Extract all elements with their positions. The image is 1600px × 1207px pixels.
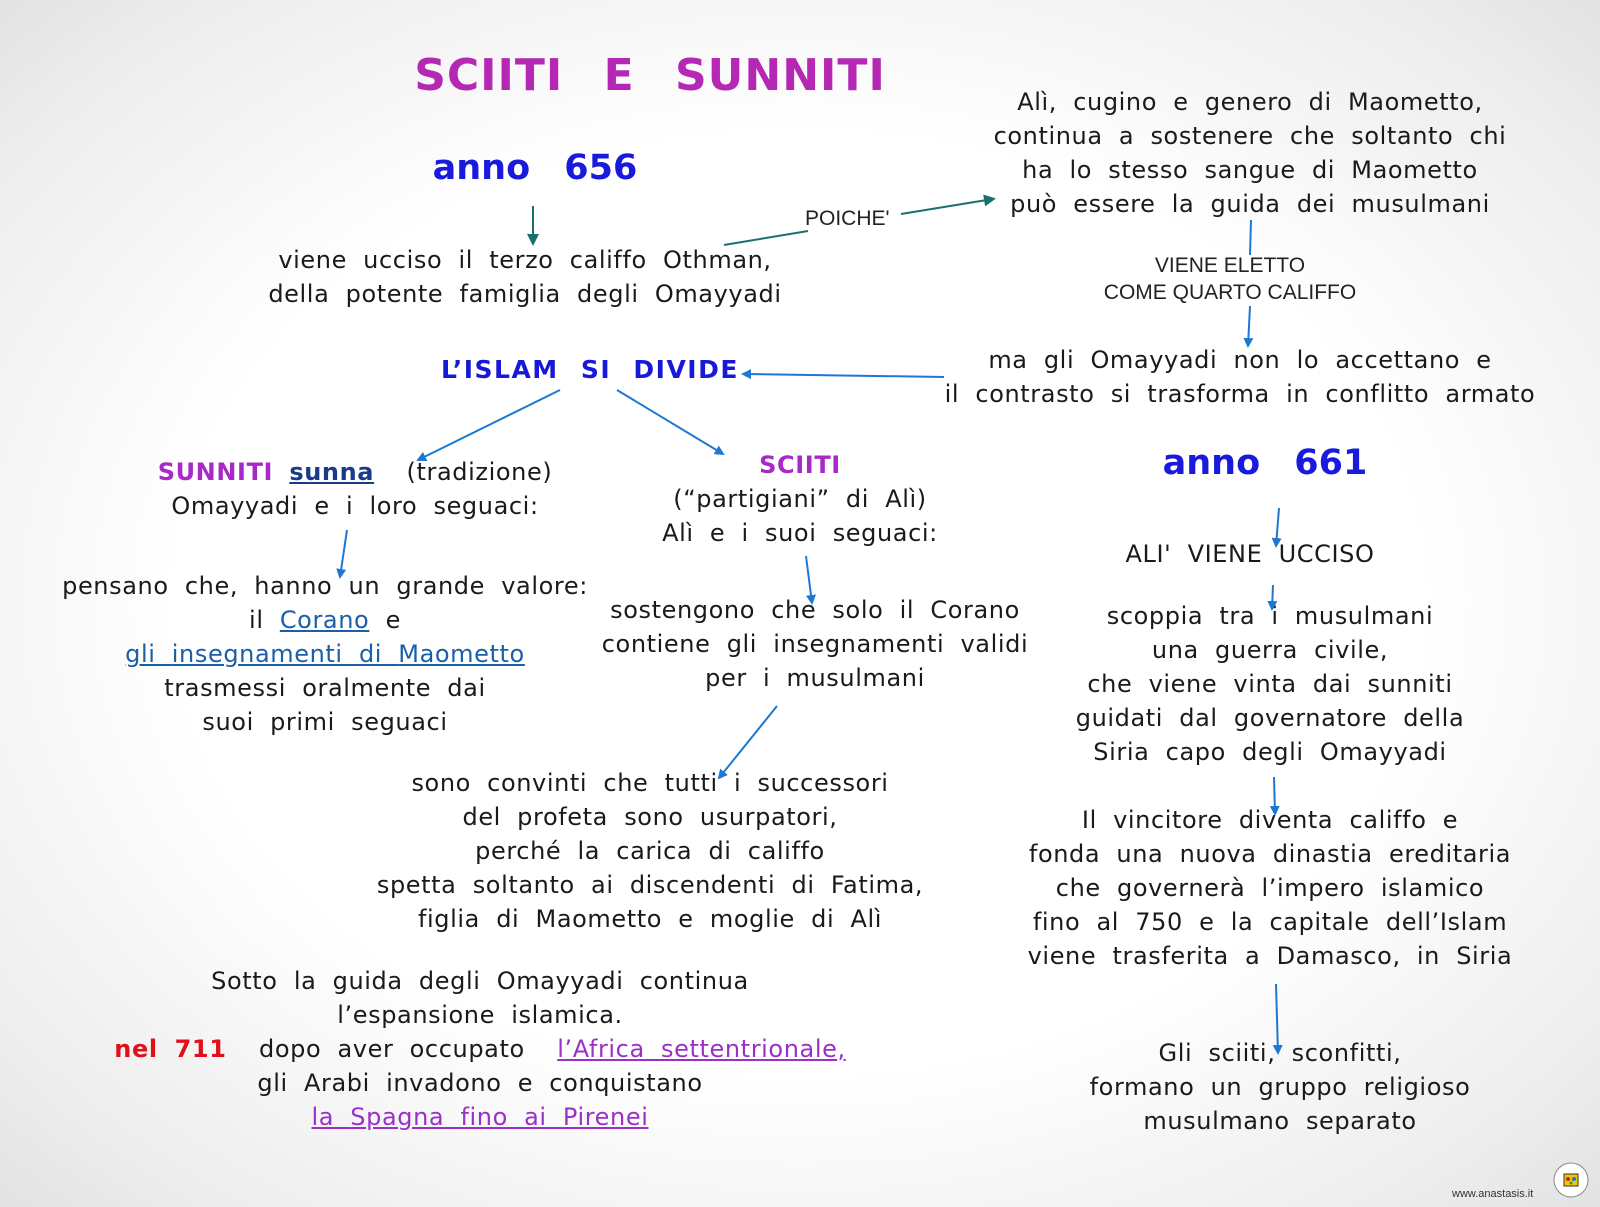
arrow	[1267, 584, 1278, 611]
conflitto-node: ma gli Omayyadi non lo accettano e il co…	[930, 343, 1550, 411]
ali-line: ha lo stesso sangue di Maometto	[1022, 156, 1478, 184]
islam-divide-node: L’ISLAM SI DIVIDE	[441, 355, 739, 384]
year-656-heading: anno 656	[432, 148, 638, 188]
nel-711-label: nel 711	[114, 1035, 227, 1063]
arrow	[616, 389, 725, 456]
insegnamenti-link[interactable]: insegnamenti	[171, 640, 359, 668]
arrow	[336, 529, 348, 579]
sunniti-belief-line: pensano che, hanno un grande valore:	[62, 572, 588, 600]
vincitore-node: Il vincitore diventa califfo e fonda una…	[1000, 803, 1540, 973]
arrow	[1243, 305, 1254, 348]
usurpatori-line: figlia di Maometto e moglie di Alì	[417, 905, 883, 933]
sciiti-heading: SCIITI	[759, 451, 841, 479]
sciiti-belief-line: contiene gli insegnamenti validi	[601, 630, 1029, 658]
eletto-label: VIENE ELETTO COME QUARTO CALIFFO	[1090, 252, 1370, 306]
sciiti-belief-line: per i musulmani	[705, 664, 925, 692]
spagna-link[interactable]: fino	[460, 1103, 525, 1131]
espansione-node: Sotto la guida degli Omayyadi continua l…	[110, 964, 850, 1134]
usurpatori-line: perché la carica di califfo	[475, 837, 825, 865]
corano-link[interactable]: Corano	[279, 606, 370, 634]
sunniti-heading: SUNNITI	[157, 458, 274, 486]
spagna-link[interactable]: Pirenei	[562, 1103, 649, 1131]
espansione-line: l’espansione islamica.	[337, 1001, 623, 1029]
guerra-line: Siria capo degli Omayyadi	[1093, 738, 1447, 766]
ali-ucciso-node: ALI' VIENE UCCISO	[1125, 540, 1375, 568]
usurpatori-line: spetta soltanto ai discendenti di Fatima…	[376, 871, 924, 899]
tradizione-text: (tradizione)	[406, 458, 553, 486]
arrow	[1269, 776, 1280, 816]
ali-line: continua a sostenere che soltanto chi	[993, 122, 1507, 150]
vincitore-line: fonda una nuova dinastia ereditaria	[1028, 840, 1512, 868]
conflitto-line: il contrasto si trasforma in conflitto a…	[944, 380, 1536, 408]
sunniti-belief-line: suoi primi seguaci	[202, 708, 448, 736]
insegnamenti-link[interactable]: gli	[125, 640, 172, 668]
sconfitti-line: musulmano separato	[1143, 1107, 1417, 1135]
sunniti-belief-node: pensano che, hanno un grande valore: il …	[40, 569, 610, 739]
sunniti-belief-word: e	[385, 606, 401, 634]
poiche-label: POICHE'	[805, 207, 890, 230]
sunniti-node: SUNNITI sunna (tradizione) Omayyadi e i …	[130, 455, 580, 523]
othman-line: viene ucciso il terzo califfo Othman,	[278, 246, 772, 274]
insegnamenti-link[interactable]: di	[358, 640, 399, 668]
insegnamenti-link[interactable]: Maometto	[398, 640, 525, 668]
ali-line: Alì, cugino e genero di Maometto,	[1017, 88, 1483, 116]
arrow	[416, 389, 561, 461]
sciiti-sconfitti-node: Gli sciiti, sconfitti, formano un gruppo…	[1060, 1036, 1500, 1138]
page-title: SCIITI E SUNNITI	[414, 50, 886, 101]
conflitto-line: ma gli Omayyadi non lo accettano e	[988, 346, 1492, 374]
vincitore-line: fino al 750 e la capitale dell’Islam	[1032, 908, 1508, 936]
arrow	[805, 555, 816, 605]
arrow	[1249, 219, 1252, 256]
othman-node: viene ucciso il terzo califfo Othman, de…	[240, 243, 810, 311]
spagna-link[interactable]: la	[311, 1103, 351, 1131]
vincitore-line: che governerà l’impero islamico	[1055, 874, 1485, 902]
espansione-line: gli Arabi invadono e conquistano	[257, 1069, 703, 1097]
espansione-word: dopo aver occupato	[259, 1035, 525, 1063]
arrow	[1272, 983, 1283, 1055]
guerra-line: una guerra civile,	[1151, 636, 1389, 664]
sconfitti-line: formano un gruppo religioso	[1089, 1073, 1471, 1101]
footer-url[interactable]: www.anastasis.it	[1452, 1188, 1534, 1200]
sciiti-line: (“partigiani” di Alì)	[673, 485, 927, 513]
usurpatori-node: sono convinti che tutti i successori del…	[360, 766, 940, 936]
spagna-link[interactable]: ai	[524, 1103, 563, 1131]
settentrionale-link[interactable]: settentrionale,	[661, 1035, 846, 1063]
ali-node: Alì, cugino e genero di Maometto, contin…	[980, 85, 1520, 221]
vincitore-line: viene trasferita a Damasco, in Siria	[1027, 942, 1513, 970]
spagna-link[interactable]: Spagna	[350, 1103, 461, 1131]
sciiti-belief-node: sostengono che solo il Corano contiene g…	[590, 593, 1040, 695]
ali-line: può essere la guida dei musulmani	[1010, 190, 1490, 218]
sunniti-belief-word: il	[249, 606, 264, 634]
arrow	[900, 194, 996, 215]
sunniti-line: Omayyadi e i loro seguaci:	[171, 492, 539, 520]
arrow	[1271, 507, 1282, 548]
guerra-line: che viene vinta dai sunniti	[1087, 670, 1453, 698]
sciiti-node: SCIITI (“partigiani” di Alì) Alì e i suo…	[600, 448, 1000, 550]
othman-line: della potente famiglia degli Omayyadi	[268, 280, 782, 308]
arrow	[741, 369, 945, 380]
arrow	[723, 230, 809, 246]
year-661-heading: anno 661	[1162, 443, 1368, 483]
usurpatori-line: del profeta sono usurpatori,	[462, 803, 838, 831]
arrow	[717, 705, 778, 780]
usurpatori-line: sono convinti che tutti i successori	[411, 769, 889, 797]
eletto-line: COME QUARTO CALIFFO	[1103, 281, 1357, 304]
eletto-line: VIENE ELETTO	[1154, 254, 1306, 277]
vincitore-line: Il vincitore diventa califfo e	[1081, 806, 1459, 834]
espansione-line: Sotto la guida degli Omayyadi continua	[211, 967, 749, 995]
supermappe-logo-icon	[1551, 1160, 1591, 1204]
sunna-link[interactable]: sunna	[289, 458, 375, 486]
africa-link[interactable]: l’Africa	[557, 1035, 662, 1063]
guerra-line: guidati dal governatore della	[1075, 704, 1465, 732]
sunniti-belief-line: trasmessi oralmente dai	[164, 674, 486, 702]
sciiti-line: Alì e i suoi seguaci:	[662, 519, 938, 547]
